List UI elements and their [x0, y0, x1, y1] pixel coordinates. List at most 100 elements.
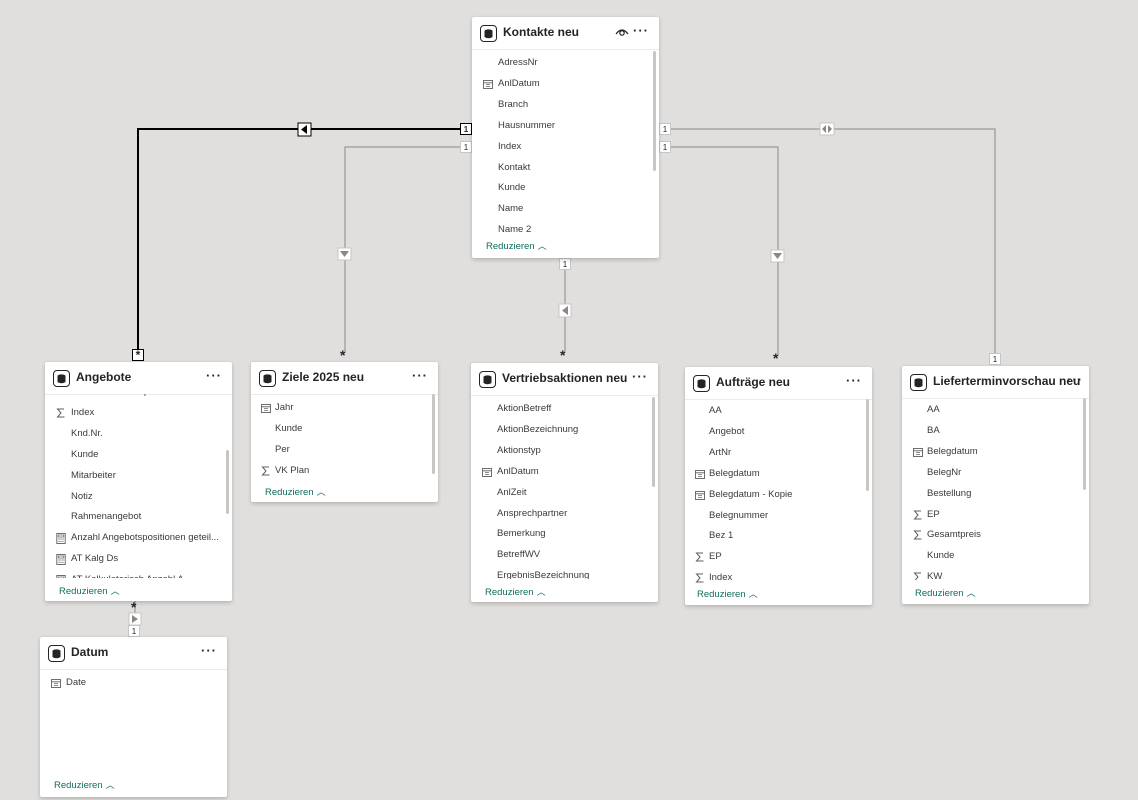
- field-row[interactable]: Jahr: [251, 398, 426, 418]
- scrollbar[interactable]: [432, 394, 435, 474]
- field-row[interactable]: Kunde: [472, 178, 647, 198]
- field-row[interactable]: Aktionstyp: [471, 441, 646, 461]
- field-row[interactable]: Index: [685, 568, 860, 585]
- field-row[interactable]: AnlZeit: [471, 483, 646, 503]
- relationship-kontakte-liefer[interactable]: [665, 128, 996, 353]
- table-card-header[interactable]: Lieferterminvorschau neu ···: [902, 366, 1089, 399]
- field-row[interactable]: Anzahl Angebotspositionen geteil...: [45, 528, 220, 548]
- field-row[interactable]: Bestellung: [902, 484, 1077, 504]
- field-row[interactable]: AdressNr: [472, 53, 647, 73]
- collapse-button[interactable]: Reduzieren︿: [59, 586, 120, 597]
- field-row[interactable]: Bez 1: [685, 526, 860, 546]
- field-row[interactable]: Ansprechpartner: [471, 504, 646, 524]
- collapse-button[interactable]: Reduzieren︿: [265, 487, 326, 498]
- field-row[interactable]: Date: [40, 673, 215, 693]
- scrollbar[interactable]: [652, 397, 655, 487]
- field-row[interactable]: Kunde: [251, 419, 426, 439]
- field-row[interactable]: AktionBezeichnung: [471, 420, 646, 440]
- field-row[interactable]: Belegdatum - Kopie: [685, 485, 860, 505]
- field-row[interactable]: AT Kalg Ds: [45, 549, 220, 569]
- field-row[interactable]: AktionBetreff: [471, 399, 646, 419]
- collapse-button[interactable]: Reduzieren︿: [486, 241, 547, 252]
- field-list[interactable]: Date: [40, 671, 215, 701]
- table-card-datum[interactable]: Datum ··· Date Reduzieren︿: [40, 637, 227, 797]
- visibility-icon[interactable]: [615, 26, 629, 38]
- relationship-kontakte-ziele[interactable]: [344, 146, 466, 352]
- field-row[interactable]: Index: [472, 137, 647, 157]
- field-row[interactable]: Erstelldatum - Kopie: [45, 394, 220, 402]
- field-row[interactable]: Index: [45, 403, 220, 423]
- collapse-button[interactable]: Reduzieren︿: [485, 587, 546, 598]
- field-row[interactable]: BA: [902, 421, 1077, 441]
- field-row[interactable]: AA: [902, 400, 1077, 420]
- field-row[interactable]: Hausnummer: [472, 116, 647, 136]
- collapse-button[interactable]: Reduzieren︿: [697, 589, 758, 600]
- more-options-icon[interactable]: ···: [633, 23, 649, 38]
- scrollbar[interactable]: [653, 51, 656, 171]
- field-row[interactable]: Gesamtpreis: [902, 525, 1077, 545]
- field-row[interactable]: VK Plan: [251, 461, 426, 480]
- field-row[interactable]: Kontakt: [472, 158, 647, 178]
- table-card-header[interactable]: Kontakte neu ···: [472, 17, 659, 50]
- field-row[interactable]: AT Kalkulatorisch Anzahl A...: [45, 570, 220, 578]
- more-options-icon[interactable]: ···: [206, 368, 222, 383]
- field-label: AdressNr: [498, 57, 538, 68]
- table-card-header[interactable]: Datum ···: [40, 637, 227, 670]
- more-options-icon[interactable]: ···: [201, 643, 217, 658]
- field-row[interactable]: Name: [472, 199, 647, 219]
- table-card-header[interactable]: Aufträge neu ···: [685, 367, 872, 400]
- field-row[interactable]: Belegdatum: [902, 442, 1077, 462]
- collapse-button[interactable]: Reduzieren︿: [54, 780, 115, 791]
- scrollbar[interactable]: [866, 399, 869, 491]
- field-row[interactable]: Belegnummer: [685, 506, 860, 526]
- field-row[interactable]: BelegNr: [902, 463, 1077, 483]
- table-card-header[interactable]: Ziele 2025 neu ···: [251, 362, 438, 395]
- field-row[interactable]: Per: [251, 440, 426, 460]
- field-row[interactable]: KW: [902, 567, 1077, 580]
- more-options-icon[interactable]: ···: [846, 373, 862, 388]
- field-row[interactable]: Kunde: [45, 445, 220, 465]
- field-row[interactable]: EP: [902, 505, 1077, 525]
- more-options-icon[interactable]: ···: [632, 369, 648, 384]
- field-list[interactable]: Erstelldatum - KopieIndexKnd.Nr.KundeMit…: [45, 394, 220, 578]
- field-row[interactable]: Knd.Nr.: [45, 424, 220, 444]
- relationship-kontakte-angebote[interactable]: [137, 128, 466, 352]
- relationship-kontakte-auftraege[interactable]: [665, 146, 779, 355]
- field-row[interactable]: ErgebnisBezeichnung: [471, 566, 646, 579]
- scrollbar[interactable]: [226, 450, 229, 514]
- field-row[interactable]: Belegdatum: [685, 464, 860, 484]
- table-card-header[interactable]: Vertriebsaktionen neu ···: [471, 363, 658, 396]
- field-row[interactable]: Rahmenangebot: [45, 507, 220, 527]
- field-row[interactable]: BetreffWV: [471, 545, 646, 565]
- field-row[interactable]: Angebot: [685, 422, 860, 442]
- field-row[interactable]: AnlDatum: [471, 462, 646, 482]
- field-row[interactable]: AA: [685, 401, 860, 421]
- scrollbar[interactable]: [1083, 398, 1086, 490]
- more-options-icon[interactable]: ···: [412, 368, 428, 383]
- collapse-button[interactable]: Reduzieren︿: [915, 588, 976, 599]
- table-card-header[interactable]: Angebote ···: [45, 362, 232, 395]
- field-row[interactable]: Notiz: [45, 487, 220, 507]
- field-row[interactable]: EP: [685, 547, 860, 567]
- table-card-angebote[interactable]: Angebote ··· Erstelldatum - KopieIndexKn…: [45, 362, 232, 601]
- field-row[interactable]: Branch: [472, 95, 647, 115]
- field-row[interactable]: Mitarbeiter: [45, 466, 220, 486]
- field-row[interactable]: AnlDatum: [472, 74, 647, 94]
- more-options-icon[interactable]: ···: [1067, 372, 1083, 387]
- field-row[interactable]: Bemerkung: [471, 524, 646, 544]
- field-row[interactable]: Name 2: [472, 220, 647, 237]
- filter-direction-arrow-icon: [297, 122, 312, 137]
- field-row[interactable]: Kunde: [902, 546, 1077, 566]
- field-row[interactable]: ArtNr: [685, 443, 860, 463]
